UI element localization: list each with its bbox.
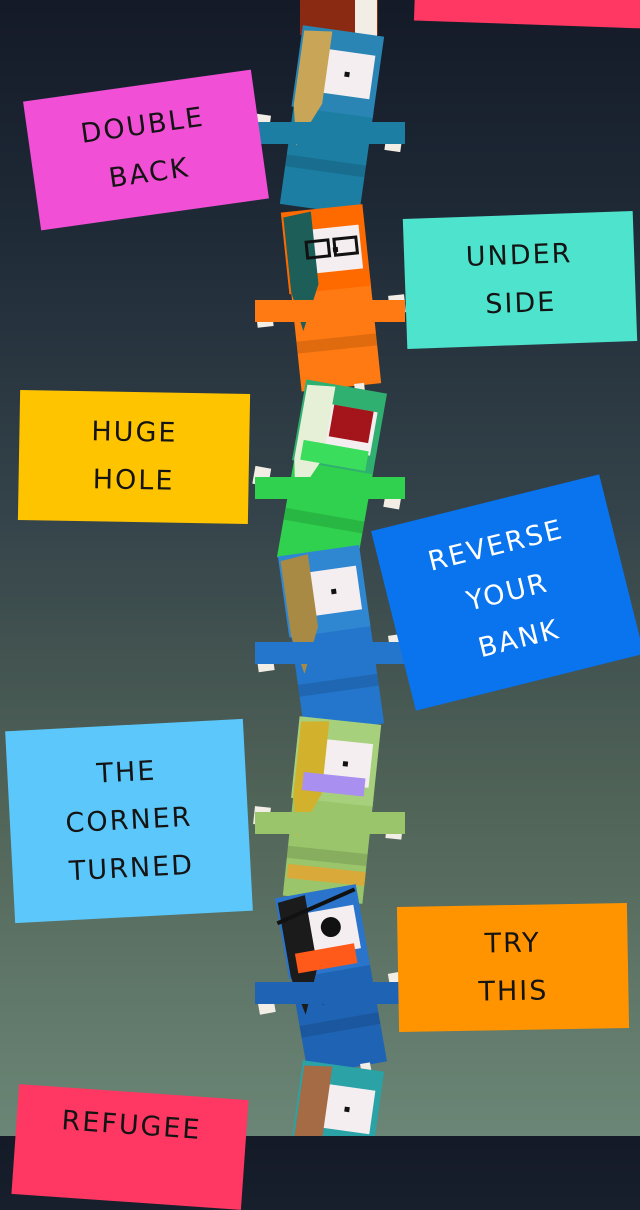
body-stripe <box>296 333 378 354</box>
arms <box>255 122 405 144</box>
card-huge-hole-label: HUGE HOLE <box>91 416 178 497</box>
card-the-corner-turned[interactable]: THE CORNER TURNED <box>5 718 253 924</box>
green-scarf <box>300 439 369 472</box>
teal-bottom-character <box>279 1060 385 1136</box>
card-under-side[interactable]: UNDER SIDE <box>402 211 638 349</box>
eye <box>344 1106 350 1113</box>
card-huge-hole[interactable]: HUGE HOLE <box>17 390 251 524</box>
belt <box>286 863 366 886</box>
character-tower <box>252 0 407 1136</box>
body-stripe <box>299 1012 381 1038</box>
body-stripe <box>283 507 365 534</box>
glasses-icon <box>304 238 332 260</box>
eye <box>342 761 349 767</box>
eye <box>344 71 350 78</box>
eye <box>330 588 337 595</box>
hair <box>293 1065 333 1136</box>
top-partial-arm <box>355 0 377 40</box>
body-stripe <box>285 154 367 178</box>
arms <box>255 300 405 322</box>
glasses-icon-right <box>332 235 360 257</box>
orange-scarf <box>294 943 358 974</box>
purple-scarf <box>301 772 366 797</box>
arms <box>255 477 405 499</box>
arms <box>255 642 405 664</box>
card-refugee[interactable]: REFUGEE <box>11 1084 249 1210</box>
card-try-this-label: TRY THIS <box>478 927 549 1008</box>
eyepatch-icon <box>320 917 341 938</box>
arms <box>255 812 405 834</box>
arms <box>255 982 405 1004</box>
body-stripe <box>297 673 379 697</box>
card-the-corner-turned-label: THE CORNER TURNED <box>64 755 195 888</box>
hair <box>293 30 333 146</box>
red-hood-patch <box>328 404 374 444</box>
card-try-this[interactable]: TRY THIS <box>396 903 630 1032</box>
card-refugee-label: REFUGEE <box>60 1105 203 1146</box>
card-under-side-label: UNDER SIDE <box>465 238 573 321</box>
eyepatch-strap <box>276 887 356 926</box>
card-reverse-your-bank-label: REVERSE YOUR BANK <box>424 513 567 664</box>
body-stripe <box>286 845 368 867</box>
card-double-back-label: DOUBLE BACK <box>78 101 207 195</box>
